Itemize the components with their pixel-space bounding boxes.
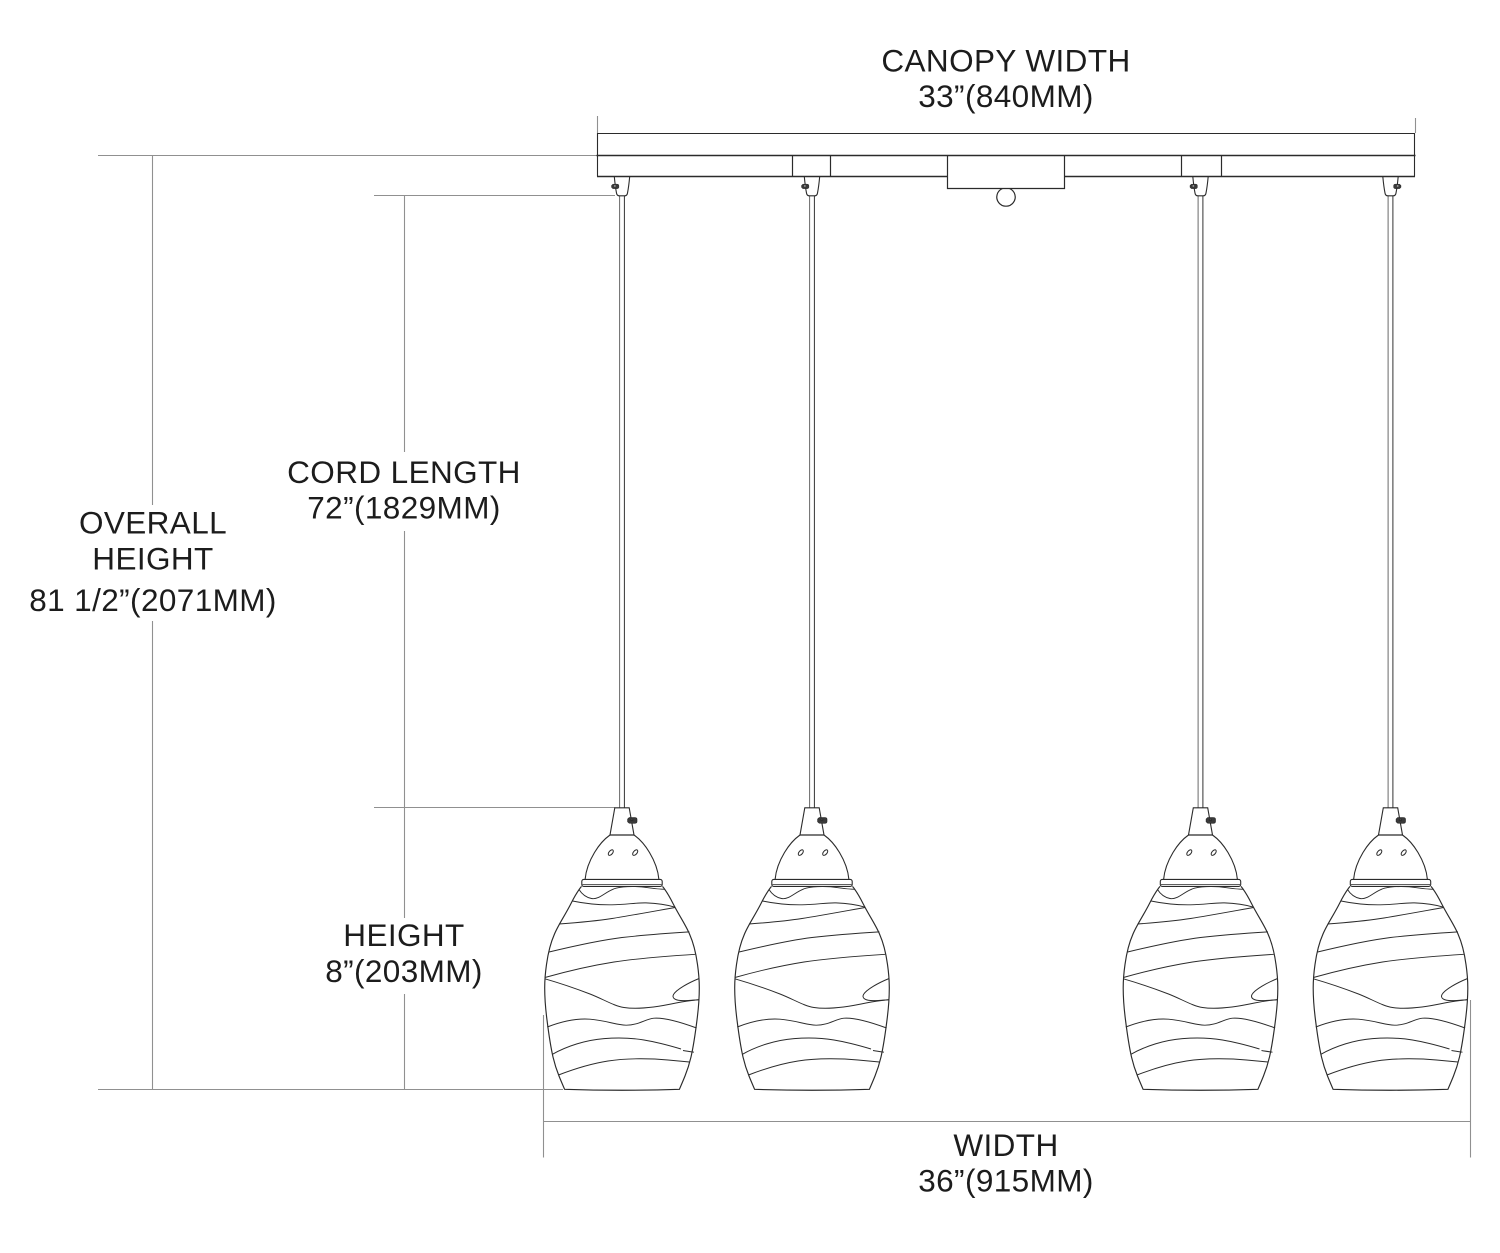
svg-text:OVERALL: OVERALL xyxy=(79,505,227,541)
svg-text:36”(915MM): 36”(915MM) xyxy=(918,1163,1094,1199)
svg-text:CANOPY WIDTH: CANOPY WIDTH xyxy=(881,43,1130,79)
svg-text:8”(203MM): 8”(203MM) xyxy=(325,953,483,989)
svg-text:81 1/2”(2071MM): 81 1/2”(2071MM) xyxy=(29,582,277,618)
svg-text:CORD LENGTH: CORD LENGTH xyxy=(287,454,521,490)
svg-text:33”(840MM): 33”(840MM) xyxy=(918,78,1094,114)
svg-text:HEIGHT: HEIGHT xyxy=(92,541,213,577)
svg-text:72”(1829MM): 72”(1829MM) xyxy=(307,490,500,526)
svg-text:WIDTH: WIDTH xyxy=(953,1127,1058,1163)
svg-text:HEIGHT: HEIGHT xyxy=(343,917,464,953)
